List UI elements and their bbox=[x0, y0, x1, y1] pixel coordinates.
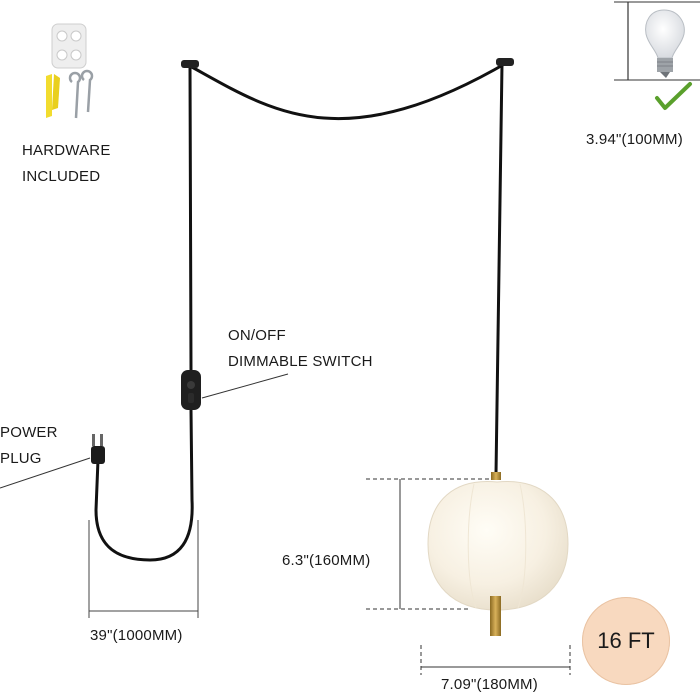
cord-length-badge: 16 FT bbox=[582, 597, 670, 685]
shade-width-dimension bbox=[420, 645, 571, 675]
shade-height-label: 6.3"(160MM) bbox=[282, 552, 371, 569]
loop-width-label: 39"(1000MM) bbox=[90, 627, 183, 644]
ceiling-hook-icon bbox=[181, 58, 514, 68]
hardware-label-line2: INCLUDED bbox=[22, 168, 101, 185]
check-mark-icon bbox=[655, 82, 692, 110]
power-plug-icon bbox=[91, 434, 105, 464]
shade-width-label: 7.09"(180MM) bbox=[441, 676, 538, 693]
loop-width-dimension bbox=[88, 520, 199, 618]
bulb-size-label: 3.94"(100MM) bbox=[586, 131, 683, 148]
plug-label-line1: POWER bbox=[0, 424, 58, 441]
switch-label-line2: DIMMABLE SWITCH bbox=[228, 353, 373, 370]
hardware-kit-icon bbox=[46, 23, 94, 119]
plug-label-line2: PLUG bbox=[0, 450, 42, 467]
cord-length-label: 16 FT bbox=[597, 628, 655, 653]
shade-height-dimension bbox=[366, 478, 490, 610]
switch-label-line1: ON/OFF bbox=[228, 327, 286, 344]
cord bbox=[94, 60, 510, 562]
pendant-lamp-icon bbox=[427, 472, 569, 636]
light-bulb-icon bbox=[614, 1, 700, 81]
hardware-label-line1: HARDWARE bbox=[22, 142, 111, 159]
dimmer-switch-icon bbox=[181, 370, 201, 410]
